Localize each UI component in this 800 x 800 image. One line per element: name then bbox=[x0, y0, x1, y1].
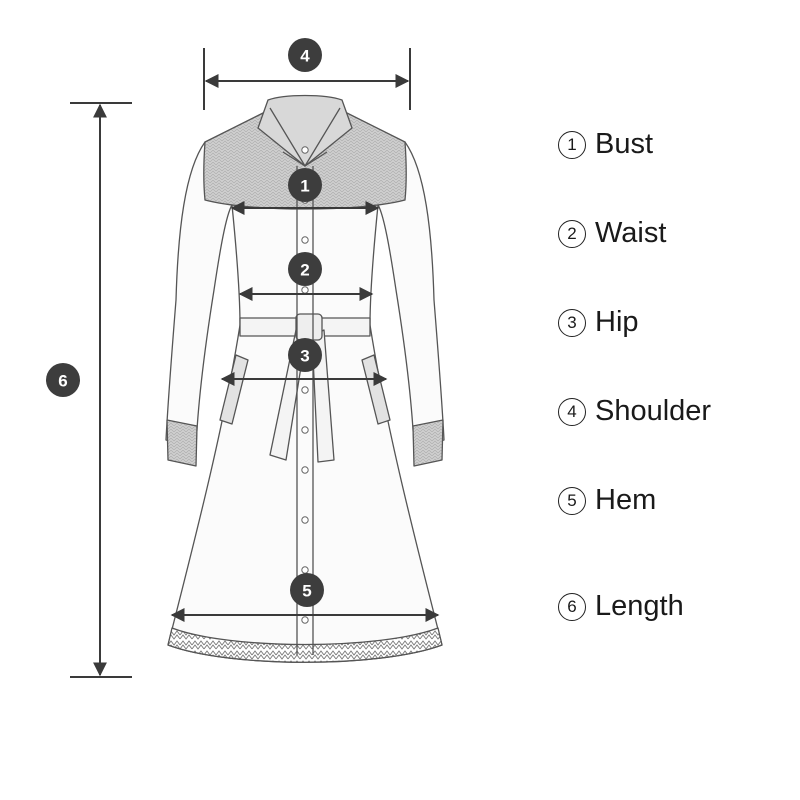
legend-label: Shoulder bbox=[595, 395, 712, 427]
svg-text:6: 6 bbox=[58, 372, 67, 391]
legend-label: Waist bbox=[595, 217, 667, 249]
legend-item-shoulder: 4 Shoulder bbox=[558, 395, 711, 428]
marker-badge-3: 3 bbox=[288, 338, 322, 372]
legend-number: 3 bbox=[558, 308, 586, 337]
legend-number: 1 bbox=[558, 130, 586, 159]
legend-item-hip: 3 Hip bbox=[558, 306, 639, 339]
marker-badges: 1 2 3 4 5 6 bbox=[46, 38, 324, 607]
left-sleeve bbox=[165, 141, 233, 449]
legend-number: 5 bbox=[558, 486, 586, 515]
legend-number: 2 bbox=[558, 219, 586, 248]
svg-text:1: 1 bbox=[300, 177, 309, 196]
legend-item-waist: 2 Waist bbox=[558, 217, 666, 250]
legend-label: Hem bbox=[595, 484, 657, 516]
legend-number: 4 bbox=[558, 397, 586, 426]
dress-button bbox=[301, 516, 309, 524]
belt-knot bbox=[295, 313, 323, 341]
legend-label: Bust bbox=[595, 128, 654, 160]
measurement-lines bbox=[70, 48, 440, 678]
svg-text:5: 5 bbox=[302, 582, 311, 601]
marker-badge-5: 5 bbox=[290, 573, 324, 607]
dress-skirt bbox=[167, 324, 443, 663]
dress-button bbox=[301, 426, 309, 434]
dress-button bbox=[301, 386, 309, 394]
legend-item-hem: 5 Hem bbox=[558, 484, 656, 517]
legend-item-length: 6 Length bbox=[558, 590, 684, 623]
marker-badge-4: 4 bbox=[288, 38, 322, 72]
svg-text:3: 3 bbox=[300, 347, 309, 366]
lace-hem bbox=[167, 627, 443, 663]
svg-text:2: 2 bbox=[300, 261, 309, 280]
legend-item-bust: 1 Bust bbox=[558, 128, 653, 161]
svg-text:4: 4 bbox=[300, 47, 310, 66]
dress-button bbox=[301, 286, 309, 294]
legend-number: 6 bbox=[558, 592, 586, 621]
dress-button bbox=[301, 566, 309, 574]
dress-button bbox=[301, 236, 309, 244]
dress-illustration bbox=[165, 94, 445, 663]
dress-button bbox=[301, 466, 309, 474]
marker-badge-6: 6 bbox=[46, 363, 80, 397]
dress-button bbox=[301, 146, 309, 154]
collar bbox=[257, 94, 353, 167]
left-cuff bbox=[166, 419, 198, 467]
dress-button bbox=[301, 616, 309, 624]
right-sleeve bbox=[377, 141, 445, 449]
legend-label: Hip bbox=[595, 306, 639, 338]
marker-badge-2: 2 bbox=[288, 252, 322, 286]
right-cuff bbox=[412, 419, 444, 467]
legend-label: Length bbox=[595, 590, 684, 622]
marker-badge-1: 1 bbox=[288, 168, 322, 202]
